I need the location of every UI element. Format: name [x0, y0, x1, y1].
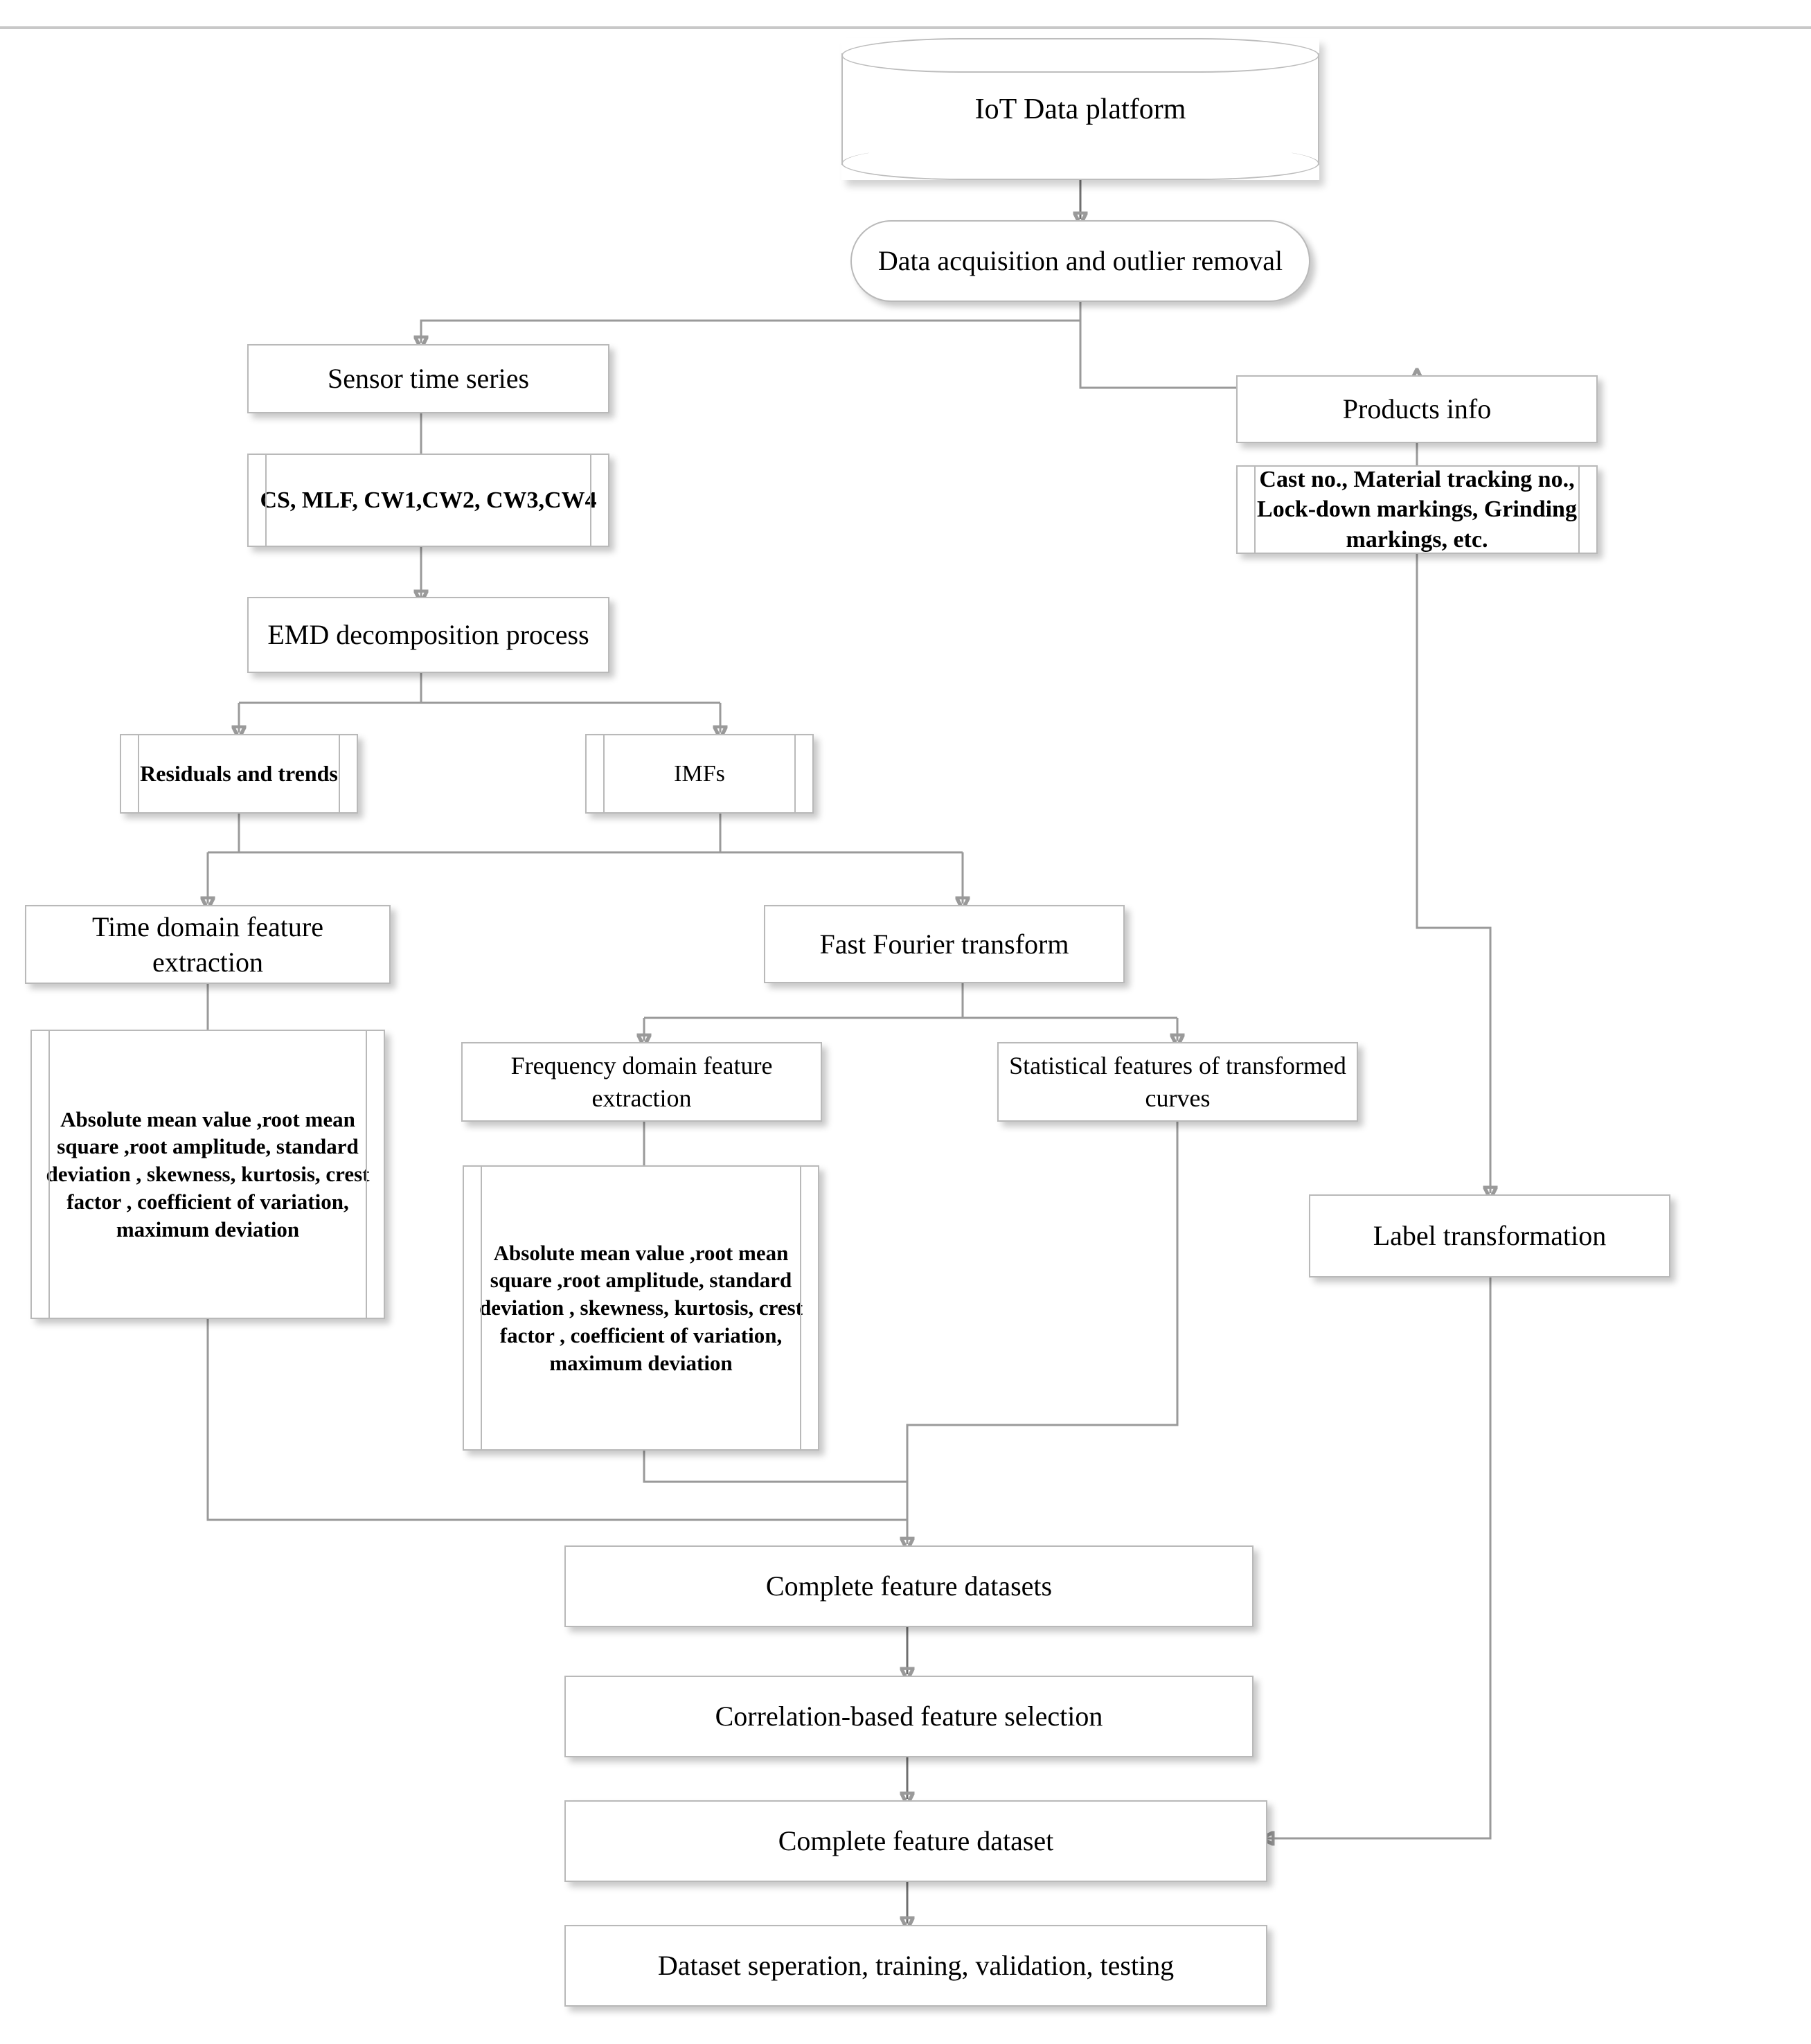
node-sensor-time-series[interactable]: Sensor time series	[247, 344, 609, 413]
predefined-bar-right	[339, 735, 340, 812]
node-label: Complete feature datasets	[765, 1570, 1053, 1602]
node-label: IoT Data platform	[974, 93, 1186, 125]
node-iot-data-platform[interactable]: IoT Data platform	[841, 38, 1319, 180]
predefined-bar-left	[481, 1167, 482, 1449]
node-label: Absolute mean value ,root mean square ,r…	[46, 1106, 370, 1241]
predefined-bar-left	[1254, 467, 1256, 553]
node-label: EMD decomposition process	[267, 619, 589, 651]
node-complete-feature-dataset[interactable]: Complete feature dataset	[564, 1800, 1267, 1882]
node-complete-feature-datasets[interactable]: Complete feature datasets	[564, 1545, 1254, 1627]
node-label: Fast Fourier transform	[819, 928, 1069, 960]
node-emd-decomposition[interactable]: EMD decomposition process	[247, 597, 609, 673]
top-divider	[0, 26, 1811, 29]
node-label: IMFs	[674, 760, 725, 787]
node-products-info[interactable]: Products info	[1236, 375, 1598, 443]
node-statistical-features[interactable]: Statistical features of transformed curv…	[997, 1042, 1358, 1122]
node-data-acquisition[interactable]: Data acquisition and outlier removal	[850, 220, 1310, 302]
predefined-bar-left	[138, 735, 139, 812]
node-frequency-domain-feature-extraction[interactable]: Frequency domain feature extraction	[461, 1042, 822, 1122]
node-label: Residuals and trends	[140, 761, 338, 787]
node-sensor-channels[interactable]: CS, MLF, CW1,CW2, CW3,CW4	[247, 454, 609, 547]
cylinder-bottom	[841, 147, 1319, 180]
predefined-bar-left	[48, 1031, 50, 1318]
node-label: Frequency domain feature extraction	[510, 1052, 773, 1112]
predefined-bar-right	[794, 735, 796, 812]
node-label: CS, MLF, CW1,CW2, CW3,CW4	[260, 487, 597, 513]
predefined-bar-right	[800, 1167, 801, 1449]
node-time-domain-feature-extraction[interactable]: Time domain feature extraction	[25, 905, 391, 984]
node-label: Dataset seperation, training, validation…	[657, 1950, 1175, 1982]
node-label: Sensor time series	[327, 363, 530, 395]
predefined-bar-right	[590, 455, 591, 546]
node-label: Statistical features of transformed curv…	[1009, 1052, 1346, 1112]
predefined-bar-left	[265, 455, 267, 546]
cylinder-top	[841, 38, 1319, 73]
node-label: Cast no., Material tracking no., Lock-do…	[1257, 466, 1577, 553]
node-dataset-separation[interactable]: Dataset seperation, training, validation…	[564, 1925, 1267, 2007]
predefined-bar-right	[366, 1031, 367, 1318]
node-label-transformation[interactable]: Label transformation	[1309, 1194, 1670, 1278]
predefined-bar-left	[603, 735, 605, 812]
node-label: Time domain feature extraction	[91, 911, 323, 978]
predefined-bar-right	[1578, 467, 1580, 553]
node-products-fields[interactable]: Cast no., Material tracking no., Lock-do…	[1236, 465, 1598, 554]
node-label: Correlation-based feature selection	[715, 1701, 1103, 1732]
node-label: Absolute mean value ,root mean square ,r…	[479, 1240, 803, 1375]
node-label: Complete feature dataset	[778, 1825, 1054, 1857]
node-label: Products info	[1342, 393, 1492, 425]
node-fast-fourier-transform[interactable]: Fast Fourier transform	[764, 905, 1125, 983]
node-time-domain-feature-list[interactable]: Absolute mean value ,root mean square ,r…	[30, 1030, 385, 1319]
node-label: Label transformation	[1373, 1220, 1607, 1252]
node-imfs[interactable]: IMFs	[585, 734, 814, 814]
node-label: Data acquisition and outlier removal	[877, 245, 1283, 277]
node-residuals-and-trends[interactable]: Residuals and trends	[120, 734, 358, 814]
node-frequency-domain-feature-list[interactable]: Absolute mean value ,root mean square ,r…	[463, 1165, 819, 1451]
node-correlation-based-feature-selection[interactable]: Correlation-based feature selection	[564, 1676, 1254, 1757]
